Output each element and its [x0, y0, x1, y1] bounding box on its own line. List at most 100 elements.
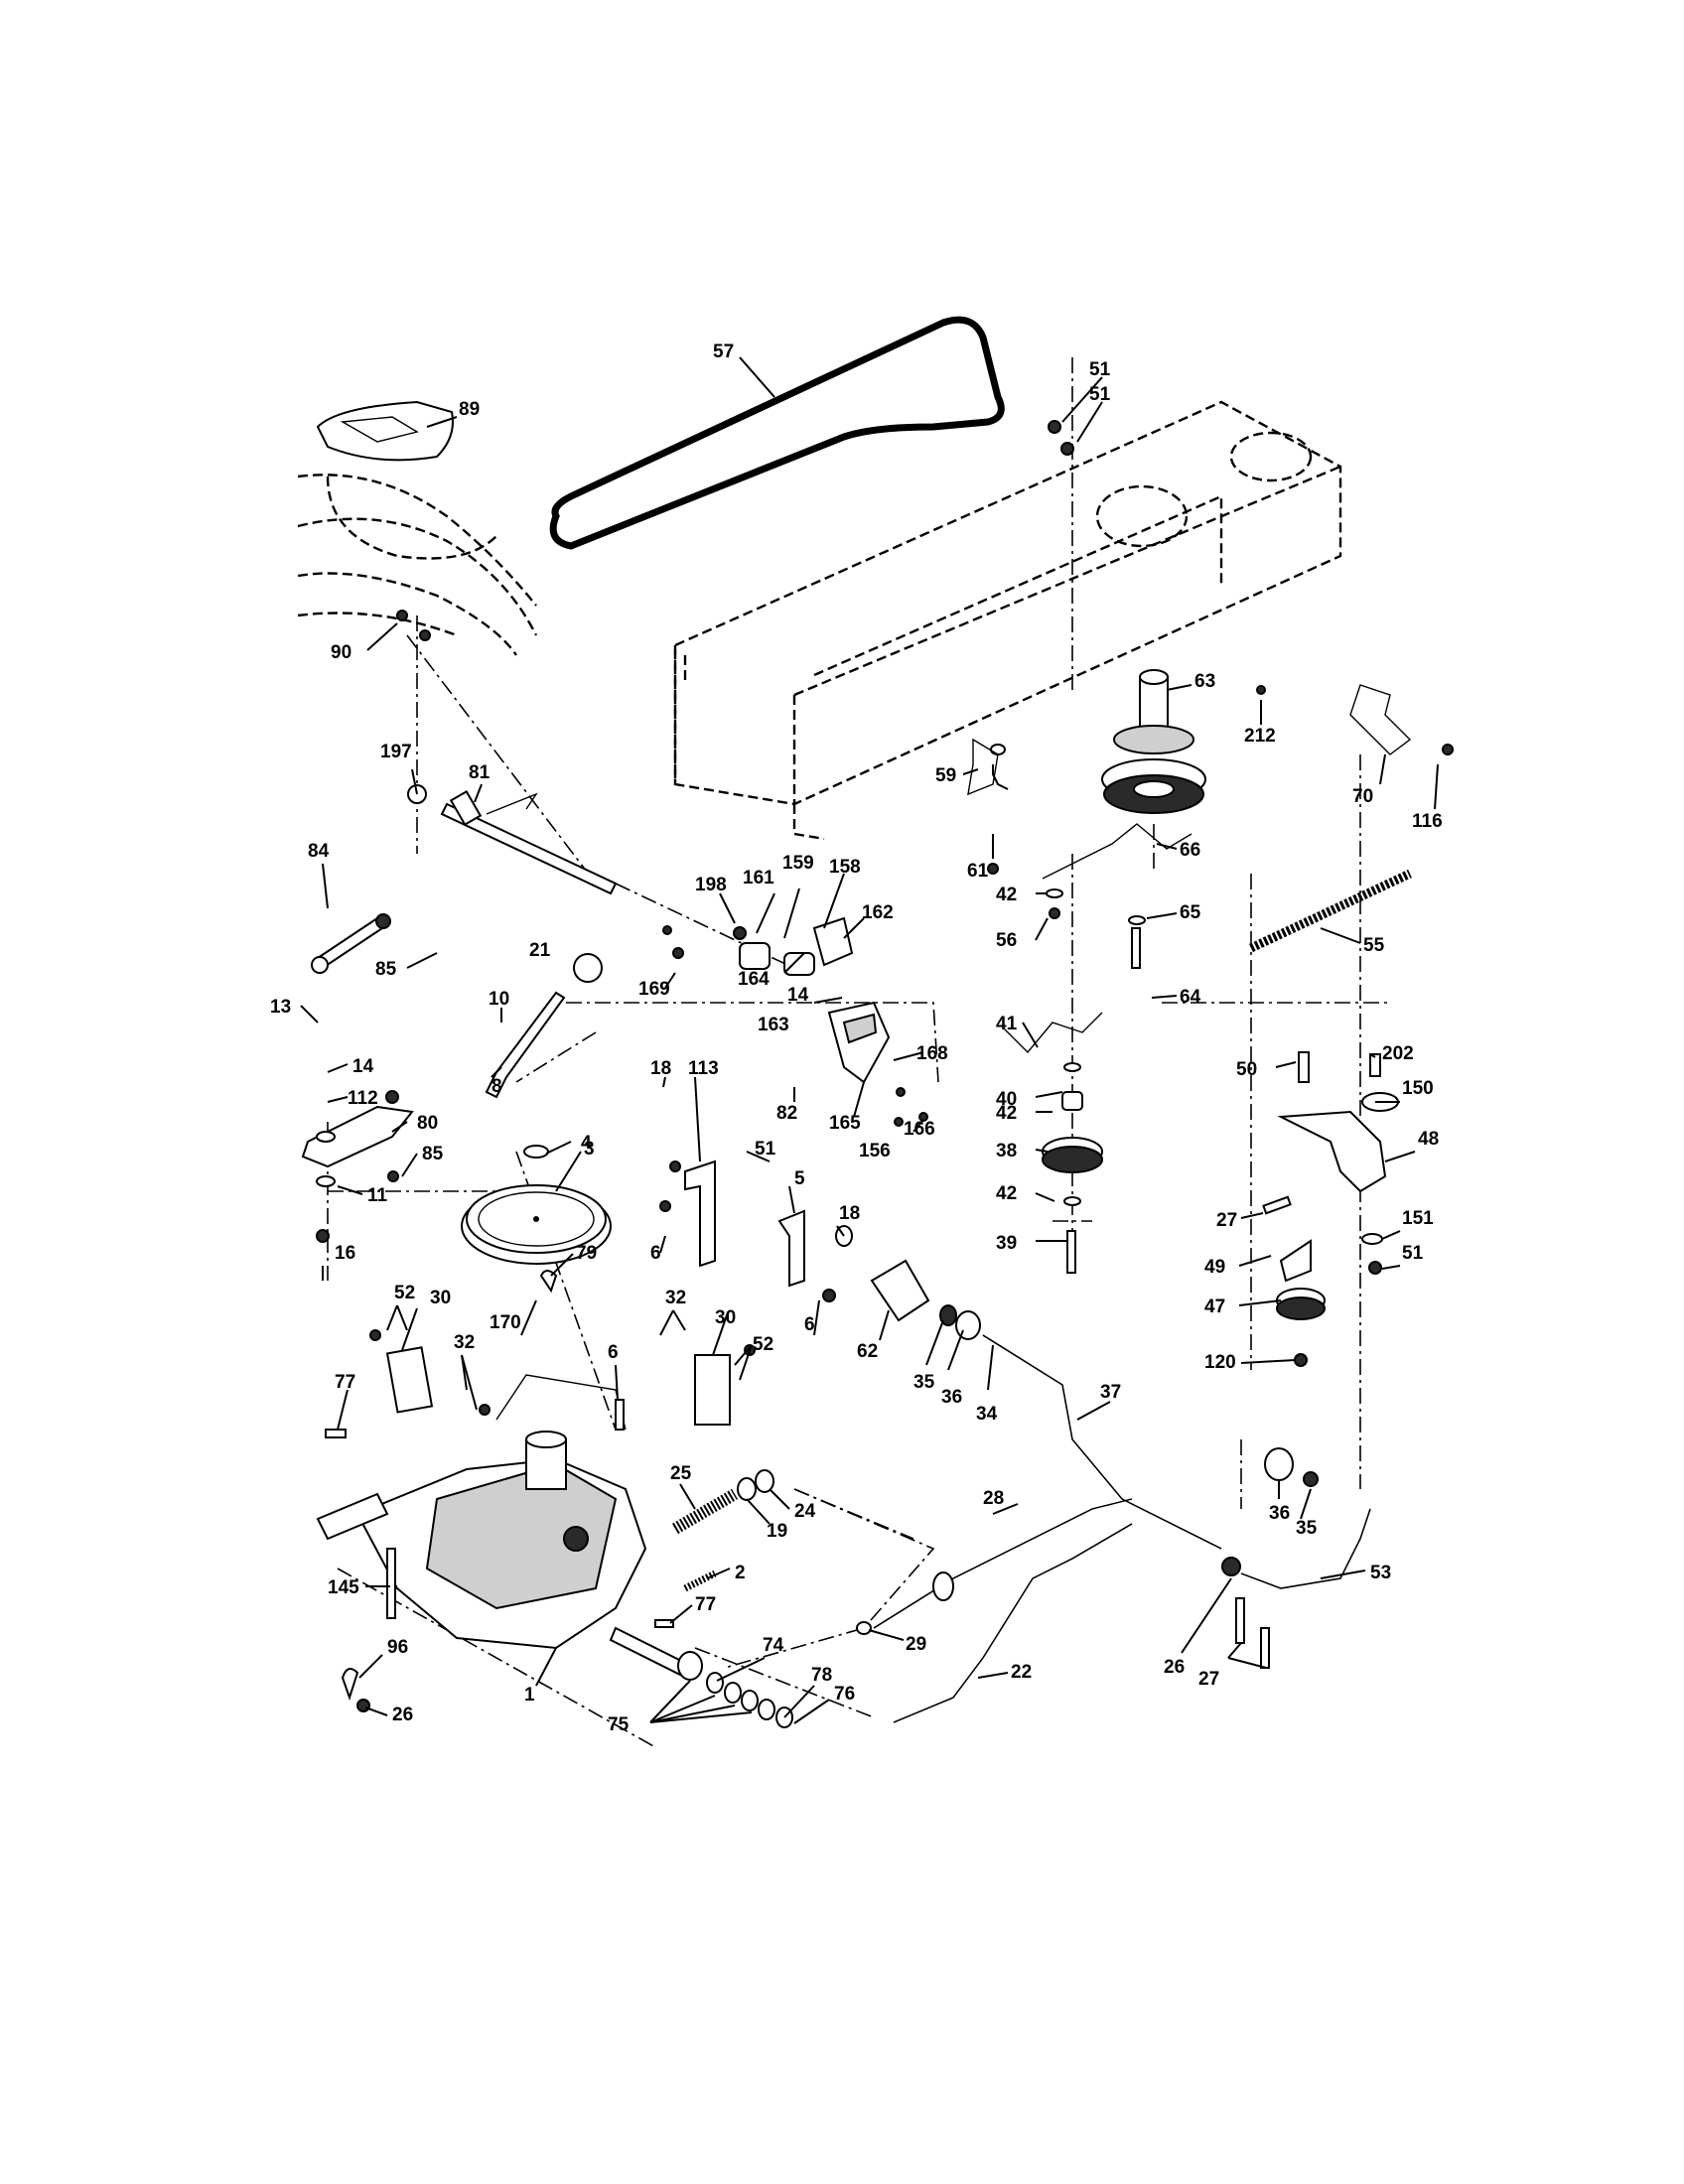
callout-c2: 2 [735, 1563, 746, 1583]
callout-c84: 84 [308, 841, 330, 862]
frame-chassis [673, 400, 1342, 841]
callout-c30a: 30 [430, 1288, 451, 1308]
callout-c77a: 77 [335, 1372, 355, 1393]
callout-c21: 21 [529, 940, 551, 961]
callout-c166: 166 [904, 1119, 935, 1140]
callout-c14a: 14 [787, 985, 809, 1006]
rod-84 [311, 913, 391, 974]
callout-c55: 55 [1363, 935, 1385, 956]
callout-c25: 25 [670, 1463, 692, 1484]
callout-c50: 50 [1236, 1059, 1257, 1080]
sleeve-62 [870, 1259, 930, 1322]
callout-c66: 66 [1180, 840, 1200, 861]
callout-c162: 162 [862, 902, 894, 923]
callout-c170: 170 [490, 1312, 521, 1333]
callout-c113: 113 [688, 1058, 719, 1079]
callout-c34: 34 [976, 1404, 998, 1425]
callout-c26a: 26 [1164, 1657, 1185, 1678]
callout-c62: 62 [857, 1341, 878, 1362]
callout-c59: 59 [935, 765, 956, 786]
callout-c76: 76 [834, 1684, 855, 1705]
callout-c35a: 35 [913, 1372, 935, 1393]
drive-belt [549, 316, 1005, 550]
callout-c3: 3 [584, 1139, 595, 1160]
callout-c75: 75 [608, 1714, 630, 1735]
callout-c16: 16 [335, 1243, 355, 1264]
callout-c26b: 26 [392, 1705, 413, 1725]
callout-c41: 41 [996, 1014, 1018, 1034]
callout-c39: 39 [996, 1233, 1017, 1254]
callout-c156: 156 [859, 1141, 891, 1161]
callout-c30b: 30 [715, 1307, 736, 1328]
callout-c96: 96 [387, 1637, 408, 1658]
callout-c159: 159 [782, 853, 814, 874]
bracket-30-left [385, 1346, 434, 1414]
callout-c56: 56 [996, 930, 1017, 951]
callout-c36b: 36 [1269, 1503, 1290, 1524]
callout-c13: 13 [270, 997, 291, 1018]
callout-c5: 5 [794, 1168, 805, 1189]
rod-28 [873, 1498, 1133, 1629]
callout-c64: 64 [1180, 987, 1201, 1008]
callout-c198: 198 [695, 875, 727, 895]
callout-c28: 28 [983, 1488, 1004, 1509]
callout-c18b: 18 [839, 1203, 860, 1224]
callout-c52a: 52 [394, 1283, 415, 1303]
bracket-5 [777, 1209, 805, 1288]
callout-c42a: 42 [996, 885, 1017, 905]
callout-c85a: 85 [375, 959, 397, 980]
callout-c197: 197 [380, 742, 412, 762]
callout-c29: 29 [906, 1634, 926, 1655]
shift-plate [316, 400, 454, 462]
callout-c27b: 27 [1198, 1669, 1219, 1690]
callout-c32a: 32 [454, 1332, 475, 1353]
callout-c6c: 6 [804, 1314, 815, 1335]
callout-c169: 169 [638, 979, 670, 1000]
callout-c80: 80 [417, 1113, 438, 1134]
callout-c24: 24 [794, 1501, 816, 1522]
callout-c42b: 42 [996, 1103, 1017, 1124]
spring-25 [671, 1488, 739, 1535]
transaxle [316, 1431, 697, 1682]
leader-lines [300, 356, 1439, 1724]
callout-c51b: 51 [1089, 384, 1111, 405]
callout-c77b: 77 [695, 1594, 716, 1615]
callout-c47: 47 [1204, 1297, 1225, 1317]
callout-c202: 202 [1382, 1043, 1414, 1064]
idler-pulley-38 [1042, 1091, 1103, 1173]
callout-c6a: 6 [650, 1243, 661, 1264]
callout-c150: 150 [1402, 1078, 1434, 1099]
callout-c85b: 85 [422, 1144, 444, 1164]
callout-c63: 63 [1194, 671, 1215, 692]
callout-c6b: 6 [608, 1342, 619, 1363]
callout-c212: 212 [1244, 726, 1276, 747]
bracket-48 [1277, 1110, 1387, 1193]
callout-labels: 57 89 51 51 90 63 212 70 116 197 81 59 6… [270, 341, 1443, 1735]
callout-c53: 53 [1370, 1563, 1391, 1583]
callout-c165: 165 [829, 1113, 861, 1134]
callout-c57a: 57 [713, 341, 734, 362]
rod-66 [1042, 823, 1193, 880]
shift-lever [485, 953, 603, 1099]
callout-c81: 81 [469, 762, 491, 783]
fender-outline [297, 474, 538, 656]
callout-c78: 78 [811, 1665, 832, 1686]
callout-c61: 61 [967, 861, 989, 882]
callout-c168: 168 [916, 1043, 948, 1064]
callout-c18a: 18 [650, 1058, 671, 1079]
rod-41 [1002, 1012, 1103, 1054]
callout-c116: 116 [1412, 811, 1443, 832]
callout-c8: 8 [491, 1076, 502, 1097]
callout-c52b: 52 [753, 1334, 773, 1355]
callout-c36a: 36 [941, 1387, 962, 1408]
callout-c163: 163 [758, 1015, 789, 1035]
hardware-parts [316, 420, 1454, 1728]
callout-c151: 151 [1402, 1208, 1434, 1229]
callout-c40: 40 [996, 1089, 1017, 1110]
bracket-80 [301, 1105, 414, 1168]
spring-2 [683, 1570, 717, 1592]
callout-c38: 38 [996, 1141, 1017, 1161]
callout-c158: 158 [829, 857, 861, 878]
callout-c70: 70 [1352, 786, 1373, 807]
